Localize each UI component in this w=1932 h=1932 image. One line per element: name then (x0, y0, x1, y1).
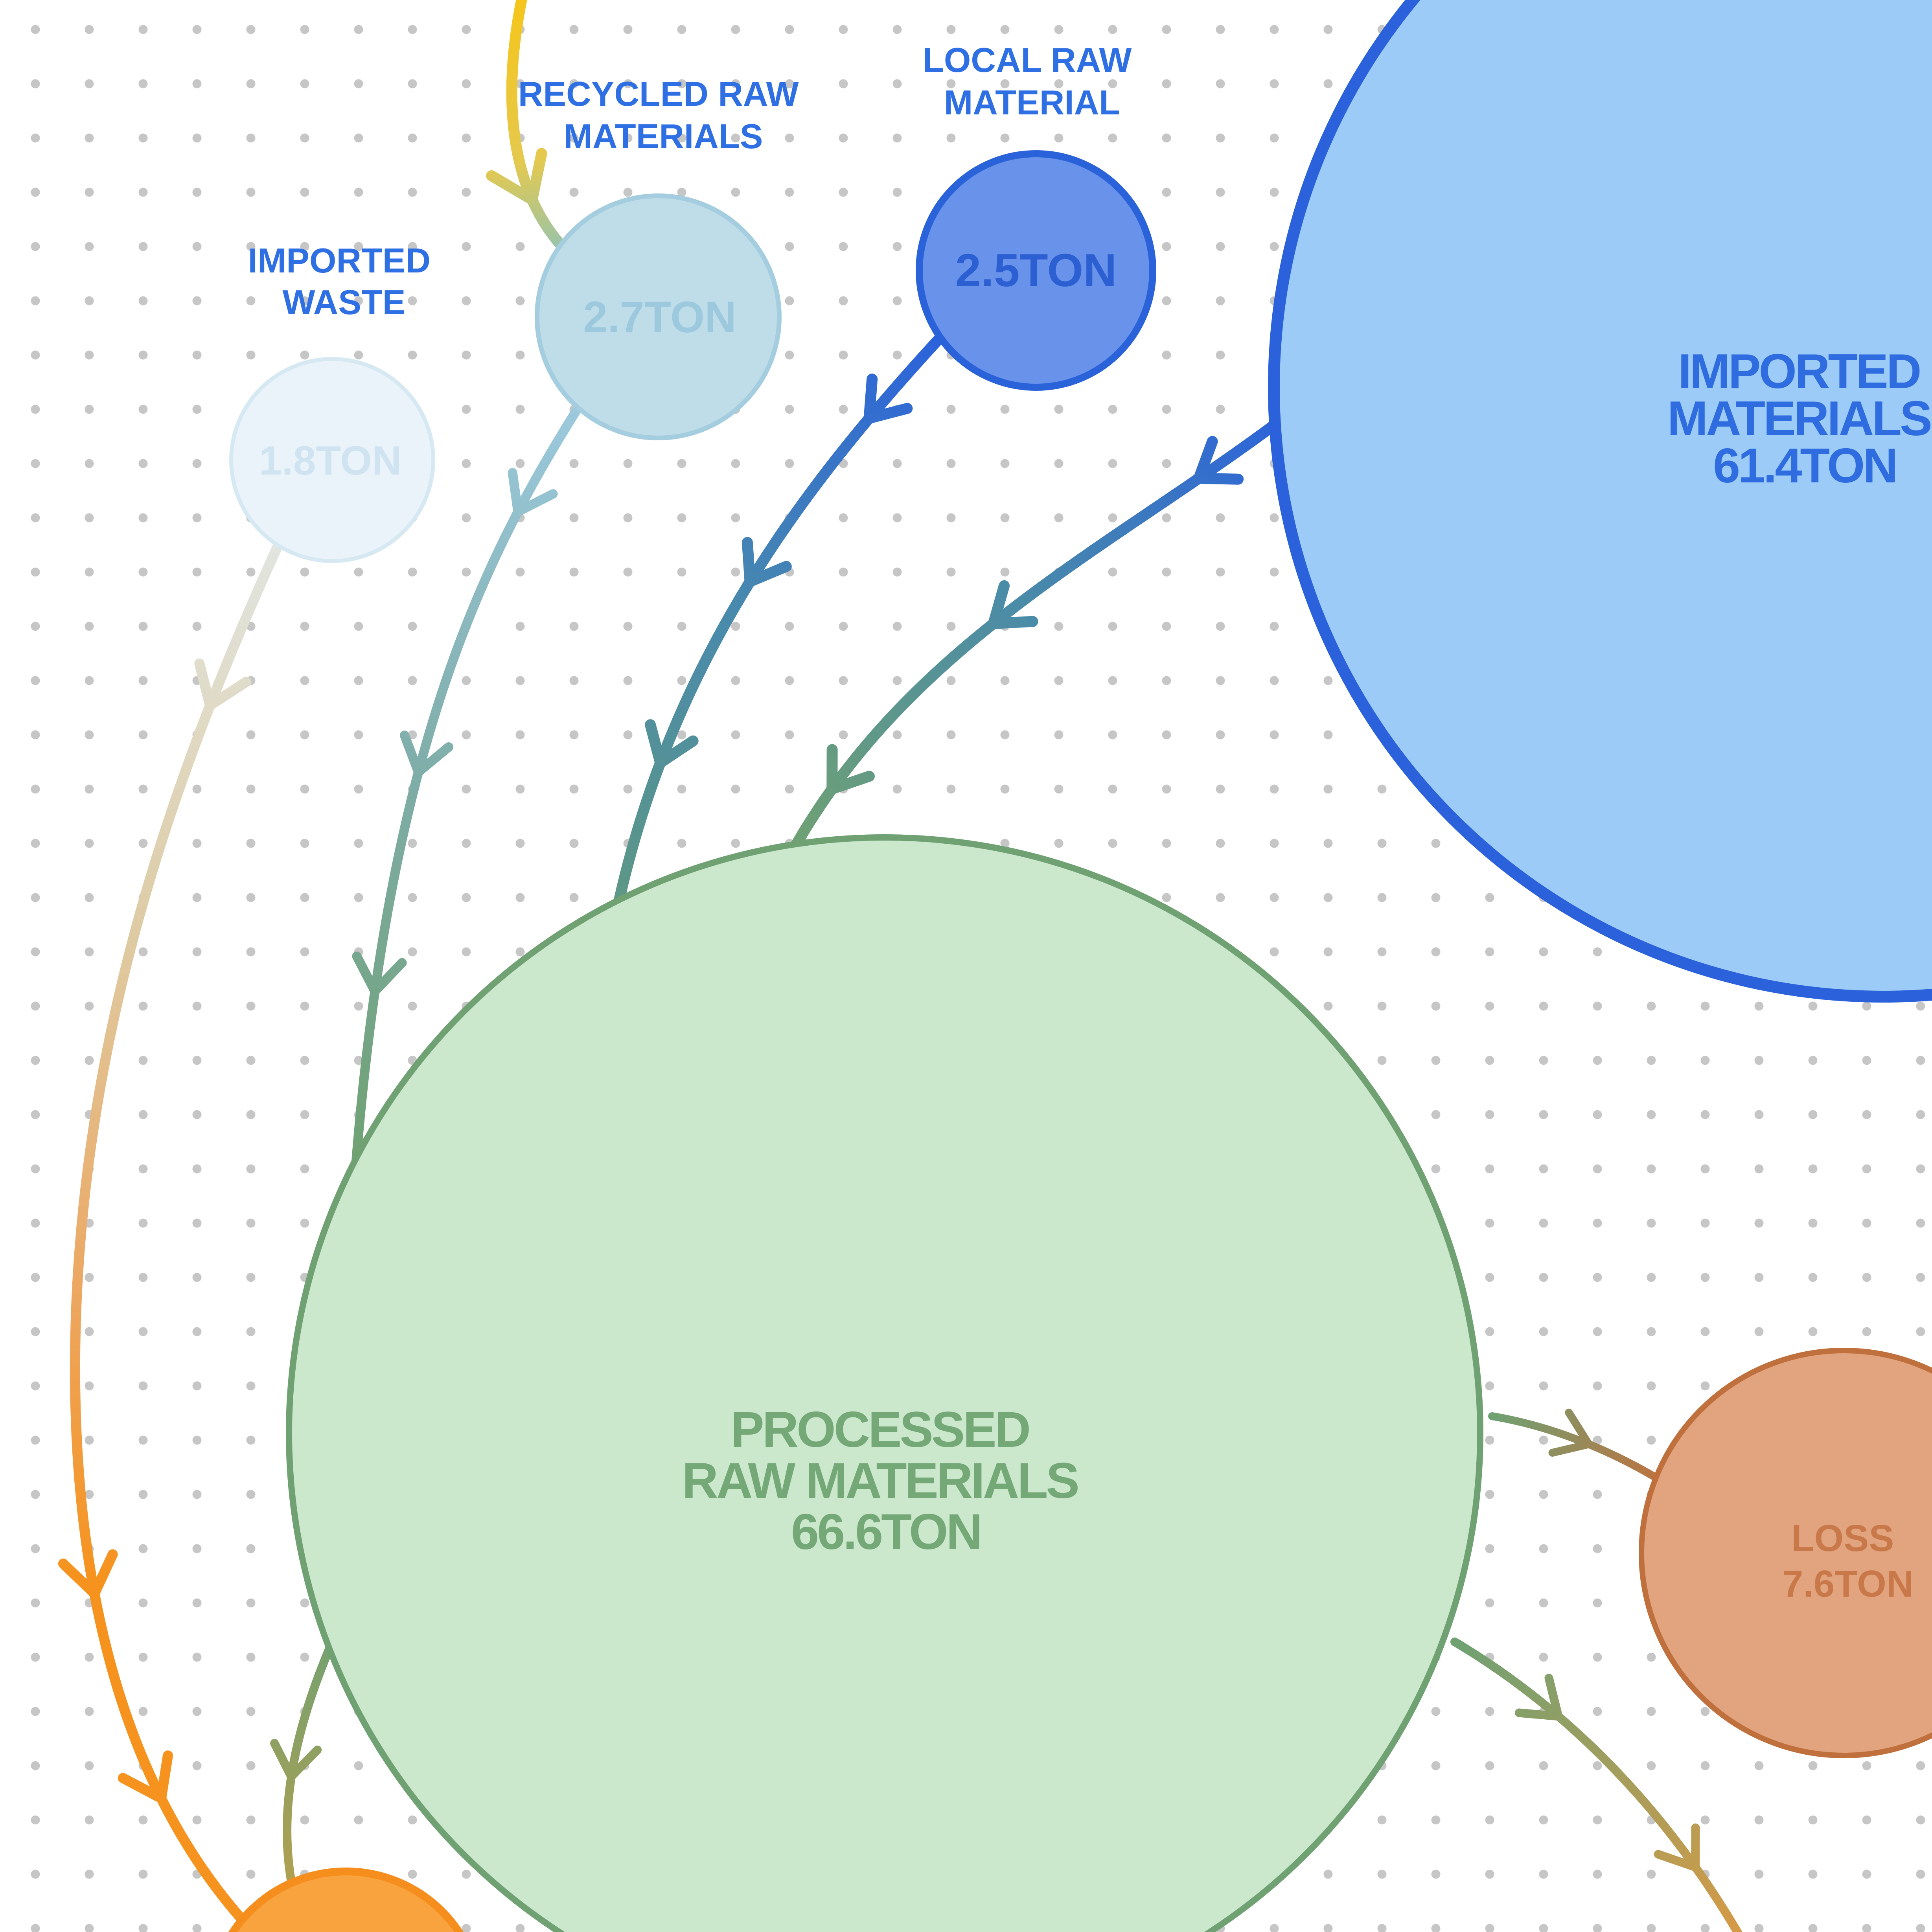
label-line: IMPORTED (1678, 344, 1920, 399)
arrowhead-chevron (1193, 436, 1218, 484)
arrowhead-chevron (58, 1558, 100, 1599)
label-line: WASTE (283, 283, 406, 322)
arrowhead-chevron (863, 374, 878, 424)
label-line: LOCAL RAW (923, 40, 1132, 79)
flow-imported-to-processed (791, 407, 1296, 850)
arrowhead-chevron (1193, 473, 1244, 485)
arrowhead-chevron (1548, 1440, 1593, 1457)
arrowhead-chevron (287, 1745, 322, 1781)
unlabeled-orange-circle (228, 1868, 464, 1932)
flow-recycled-to-processed (351, 403, 583, 1170)
arrowhead-chevron (414, 742, 454, 777)
value-text: 1.8TON (259, 438, 401, 484)
labels-layer: IMPORTED WASTE 1.8TON RECYCLED RAW MATER… (248, 40, 1932, 1605)
value-text: 2.7TON (583, 293, 736, 342)
arrowhead-chevron (370, 958, 407, 996)
imported-waste-label: IMPORTED WASTE (248, 241, 440, 322)
local-raw-material-value: 2.5TON (955, 245, 1117, 296)
arrowhead-chevron (744, 561, 792, 587)
processed-raw-materials-circle (286, 834, 1483, 1932)
nodes-layer (228, 0, 1932, 1932)
arrowhead-chevron (1565, 1408, 1593, 1448)
flow-path (1450, 1638, 1742, 1932)
flow-path (1488, 1412, 1666, 1485)
arrowhead-chevron (194, 658, 215, 711)
value-text: 66.6TON (791, 1504, 981, 1560)
value-text: 7.6TON (1782, 1563, 1914, 1605)
arrowhead-chevron (988, 580, 1010, 629)
arrowhead-chevron (508, 468, 523, 517)
label-line: RAW MATERIALS (682, 1453, 1078, 1509)
arrowhead-chevron (156, 1750, 173, 1803)
flow-path (791, 407, 1296, 850)
arrowhead-chevron (205, 677, 252, 711)
arrowhead-chevron (1544, 1674, 1563, 1721)
recycled-raw-materials-value: 2.7TON (583, 293, 736, 342)
arrowhead-chevron (513, 489, 558, 517)
arrowhead-chevron (1654, 1850, 1700, 1871)
arrowhead-chevron (863, 403, 913, 424)
imported-materials-circle (1268, 0, 1932, 1003)
arrowhead-chevron (352, 951, 380, 996)
recycled-raw-materials-circle (535, 193, 782, 440)
arrowhead-chevron (655, 735, 699, 768)
flows-layer (58, 0, 1742, 1932)
arrowhead-chevron (118, 1773, 166, 1803)
flow-recycle-return (486, 0, 567, 251)
local-raw-material-label: LOCAL RAW MATERIAL (923, 40, 1141, 122)
imported-waste-circle (229, 357, 435, 563)
flow-path (506, 0, 567, 251)
arrowhead-chevron (486, 170, 538, 205)
flow-processed-to-orange (270, 1619, 345, 1888)
label-line: PROCESSED (730, 1402, 1029, 1458)
value-text: 2.5TON (955, 245, 1117, 296)
imported-materials-label: IMPORTED MATERIALS 61.4TON (1667, 344, 1932, 493)
arrowhead-chevron (826, 771, 875, 795)
label-line: MATERIAL (944, 83, 1120, 122)
label-line: MATERIALS (1667, 392, 1930, 446)
arrowhead-chevron (270, 1739, 296, 1781)
loss-label: LOSS 7.6TON (1782, 1517, 1914, 1605)
arrowhead-chevron (399, 730, 423, 777)
arrowhead-chevron (645, 719, 666, 768)
loss-circle (1639, 1348, 1932, 1758)
label-line: MATERIALS (564, 117, 763, 156)
flow-path (70, 541, 283, 1923)
flow-imported-waste-outflow (58, 541, 283, 1923)
value-text: 61.4TON (1713, 439, 1896, 493)
processed-raw-materials-label: PROCESSED RAW MATERIALS 66.6TON (682, 1402, 1090, 1560)
arrowhead-chevron (526, 148, 547, 205)
imported-waste-value: 1.8TON (259, 438, 401, 484)
flow-path (283, 1619, 345, 1888)
arrowhead-chevron (742, 537, 756, 587)
flow-processed-outflow-bottom (1450, 1638, 1742, 1932)
label-line: IMPORTED (248, 241, 431, 280)
arrowhead-chevron (988, 616, 1038, 629)
recycled-raw-materials-label: RECYCLED RAW MATERIALS (518, 74, 808, 156)
arrowhead-chevron (1514, 1708, 1563, 1721)
flow-processed-to-loss (1488, 1408, 1666, 1485)
arrowhead-chevron (89, 1549, 118, 1599)
flow-local-to-processed (610, 332, 946, 924)
label-line: RECYCLED RAW (518, 74, 799, 113)
local-raw-material-circle (916, 150, 1156, 391)
label-line: LOSS (1791, 1517, 1894, 1559)
